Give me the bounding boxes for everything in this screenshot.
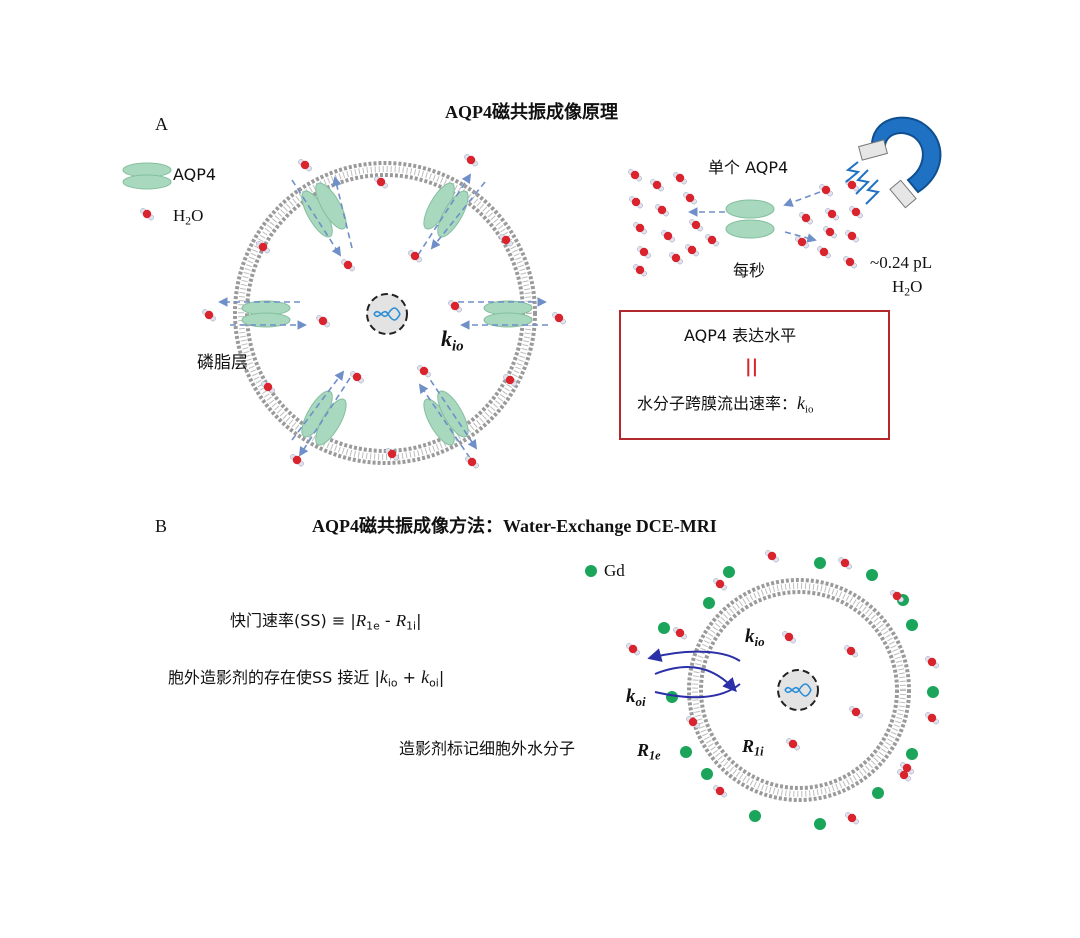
k-io-label-a: kio	[441, 326, 464, 355]
legend-gd-label: Gd	[604, 561, 625, 580]
panel-b-label: B	[155, 516, 168, 536]
r1i-label: R1i	[742, 736, 764, 759]
k-io-label-b: kio	[745, 626, 765, 649]
panel-a-legend	[122, 162, 172, 221]
legend-h2o-icon	[139, 207, 155, 221]
exchange-arrows	[647, 648, 741, 699]
per-second-label: 每秒	[733, 261, 766, 280]
arrows-a	[218, 173, 548, 459]
legend-aqp4-icon	[122, 162, 172, 190]
panel-a-label: A	[155, 114, 168, 134]
formula-shutter-rate: 快门速率(SS) ≡ |R1e - R1i|	[230, 611, 422, 633]
box-line3: 水分子跨膜流出速率：kio	[637, 393, 814, 416]
membrane-label: 磷脂层	[197, 353, 248, 373]
formula-label-text: 造影剂标记细胞外水分子	[399, 739, 576, 758]
magnet-icon	[845, 116, 942, 209]
legend-gd-dot	[585, 565, 597, 577]
r1e-label: R1e	[637, 740, 661, 763]
single-aqp4-channel	[725, 199, 775, 239]
nucleus-icon-b	[777, 669, 819, 711]
box-line1: AQP4 表达水平	[684, 326, 797, 345]
volume-amount: ~0.24 pL	[870, 253, 933, 272]
single-aqp4-illustration	[627, 168, 864, 277]
water-molecules-right	[794, 178, 864, 269]
water-molecules-left	[627, 168, 720, 277]
volume-h2o: H2O	[892, 277, 923, 299]
nucleus-icon-a	[366, 293, 408, 335]
panel-a-title: AQP4磁共振成像原理	[445, 102, 618, 122]
expression-box: AQP4 表达水平 || 水分子跨膜流出速率：kio	[619, 310, 890, 440]
single-aqp4-label: 单个 AQP4	[708, 158, 789, 177]
box-equals: ||	[745, 356, 759, 377]
formula-approach: 胞外造影剂的存在使SS 接近 |kio + koi|	[168, 667, 445, 690]
gd-particles	[658, 557, 939, 830]
legend-h2o-label: H2O	[173, 206, 204, 228]
aqp4-channel	[241, 300, 291, 328]
legend-aqp4-label: AQP4	[173, 165, 217, 184]
panel-b-title: AQP4磁共振成像方法：Water-Exchange DCE-MRI	[312, 516, 717, 536]
cell-a	[233, 161, 537, 465]
k-oi-label-b: koi	[626, 686, 646, 709]
cell-b	[687, 578, 911, 802]
